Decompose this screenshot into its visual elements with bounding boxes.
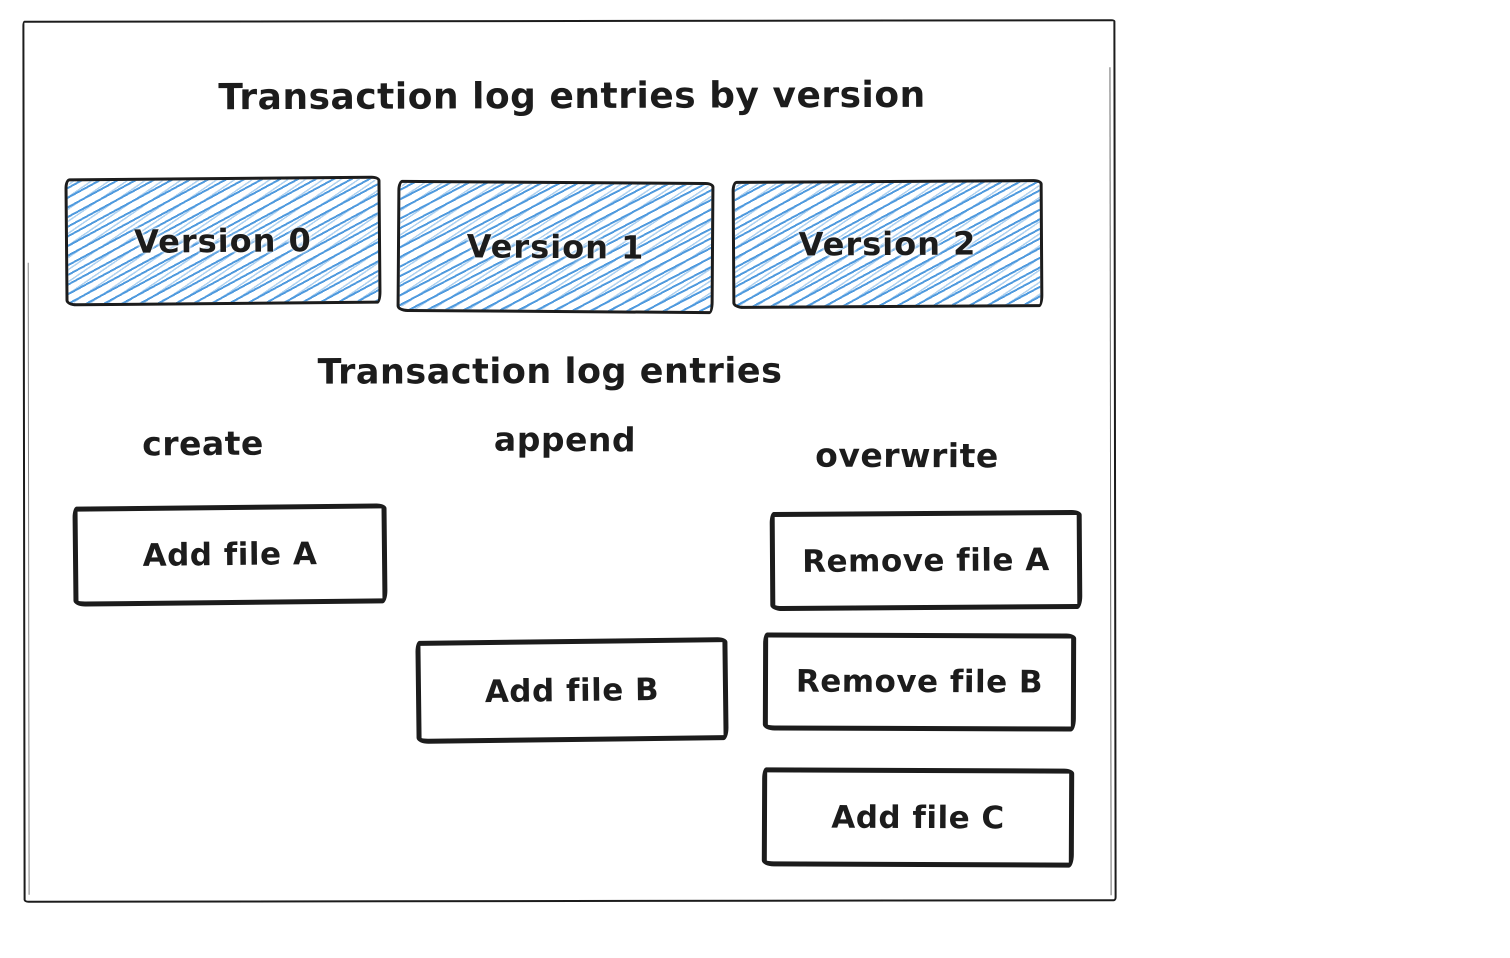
version-box-1: Version 1 bbox=[396, 179, 715, 315]
entry-box-add-file-b-label: Add file B bbox=[484, 671, 660, 710]
column-label-create: create bbox=[142, 423, 264, 464]
log-subtitle: Transaction log entries bbox=[317, 351, 783, 393]
column-label-overwrite: overwrite bbox=[815, 435, 999, 476]
version-box-0: Version 0 bbox=[64, 175, 382, 307]
entry-box-add-file-a: Add file A bbox=[72, 503, 388, 607]
version-box-0-label: Version 0 bbox=[133, 221, 313, 261]
entry-box-add-file-c-label: Add file C bbox=[831, 799, 1005, 836]
version-box-2-label: Version 2 bbox=[798, 224, 977, 264]
entry-box-add-file-c: Add file C bbox=[761, 767, 1075, 868]
entry-box-remove-file-a-label: Remove file A bbox=[802, 541, 1050, 580]
entry-box-remove-file-a: Remove file A bbox=[769, 509, 1083, 612]
entry-box-remove-file-b: Remove file B bbox=[762, 632, 1077, 732]
entry-box-add-file-a-label: Add file A bbox=[142, 536, 318, 574]
version-box-1-label: Version 1 bbox=[466, 227, 645, 267]
entry-box-remove-file-b-label: Remove file B bbox=[795, 663, 1044, 701]
version-box-2: Version 2 bbox=[731, 179, 1044, 309]
column-label-append: append bbox=[493, 419, 637, 460]
entry-box-add-file-b: Add file B bbox=[415, 637, 729, 744]
diagram-title: Transaction log entries by version bbox=[218, 74, 926, 119]
